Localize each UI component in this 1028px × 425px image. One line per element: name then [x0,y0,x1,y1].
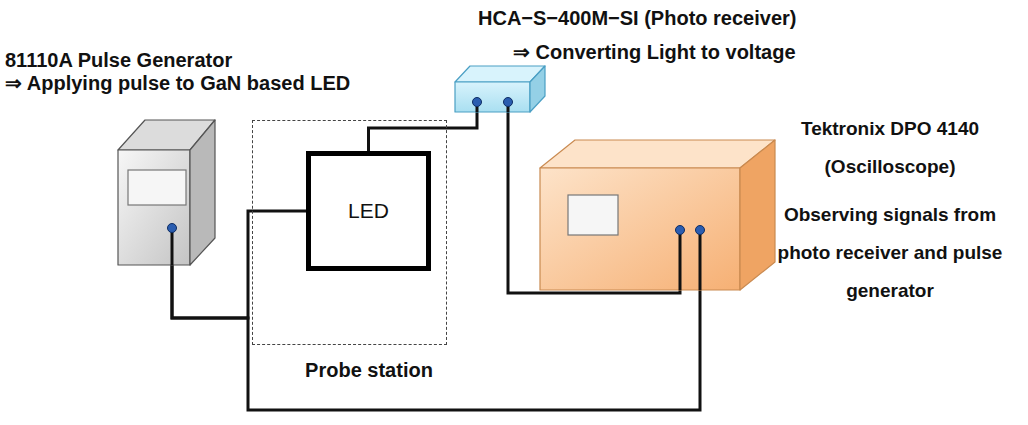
device-note: ⇒ Applying pulse to GaN based LED [5,71,350,95]
cabinet-front [118,150,190,265]
cabinet-side [190,120,215,265]
port-connector [504,98,513,107]
device-note: Observing signals from photo receiver an… [765,196,1015,310]
device-label: LED [348,199,389,223]
port-wire [171,228,174,265]
port-connector [168,224,177,233]
device-body [118,120,215,265]
port-connector [696,226,705,235]
port-wire [699,230,702,290]
device-label: HCA−S−400M−SI (Photo receiver) [478,6,796,30]
port-wire [679,230,682,290]
receiver-side [530,66,545,112]
receiver-front [455,82,530,112]
device-label: Tektronix DPO 4140 (Oscilloscope) [765,110,1015,186]
device-label: Probe station [305,358,433,382]
scope-screen [568,195,618,235]
scope-top [540,140,775,168]
led-chip: LED [306,151,431,271]
scope-front [540,168,740,290]
pulse-generator: 81110A Pulse Generator⇒ Applying pulse t… [118,120,215,265]
device-body [540,140,775,290]
photo-receiver: HCA−S−400M−SI (Photo receiver)⇒ Converti… [455,66,545,112]
signal-cable [369,112,478,151]
port-connector [676,226,685,235]
oscilloscope: Tektronix DPO 4140 (Oscilloscope)Observi… [540,140,775,290]
device-note: ⇒ Converting Light to voltage [513,40,796,64]
device-body [455,66,545,112]
display-screen [128,170,186,205]
port-connector [473,98,482,107]
scope-side [740,140,775,290]
probe-station: Probe stationLED [252,120,447,345]
device-label: 81110A Pulse Generator [5,48,232,72]
